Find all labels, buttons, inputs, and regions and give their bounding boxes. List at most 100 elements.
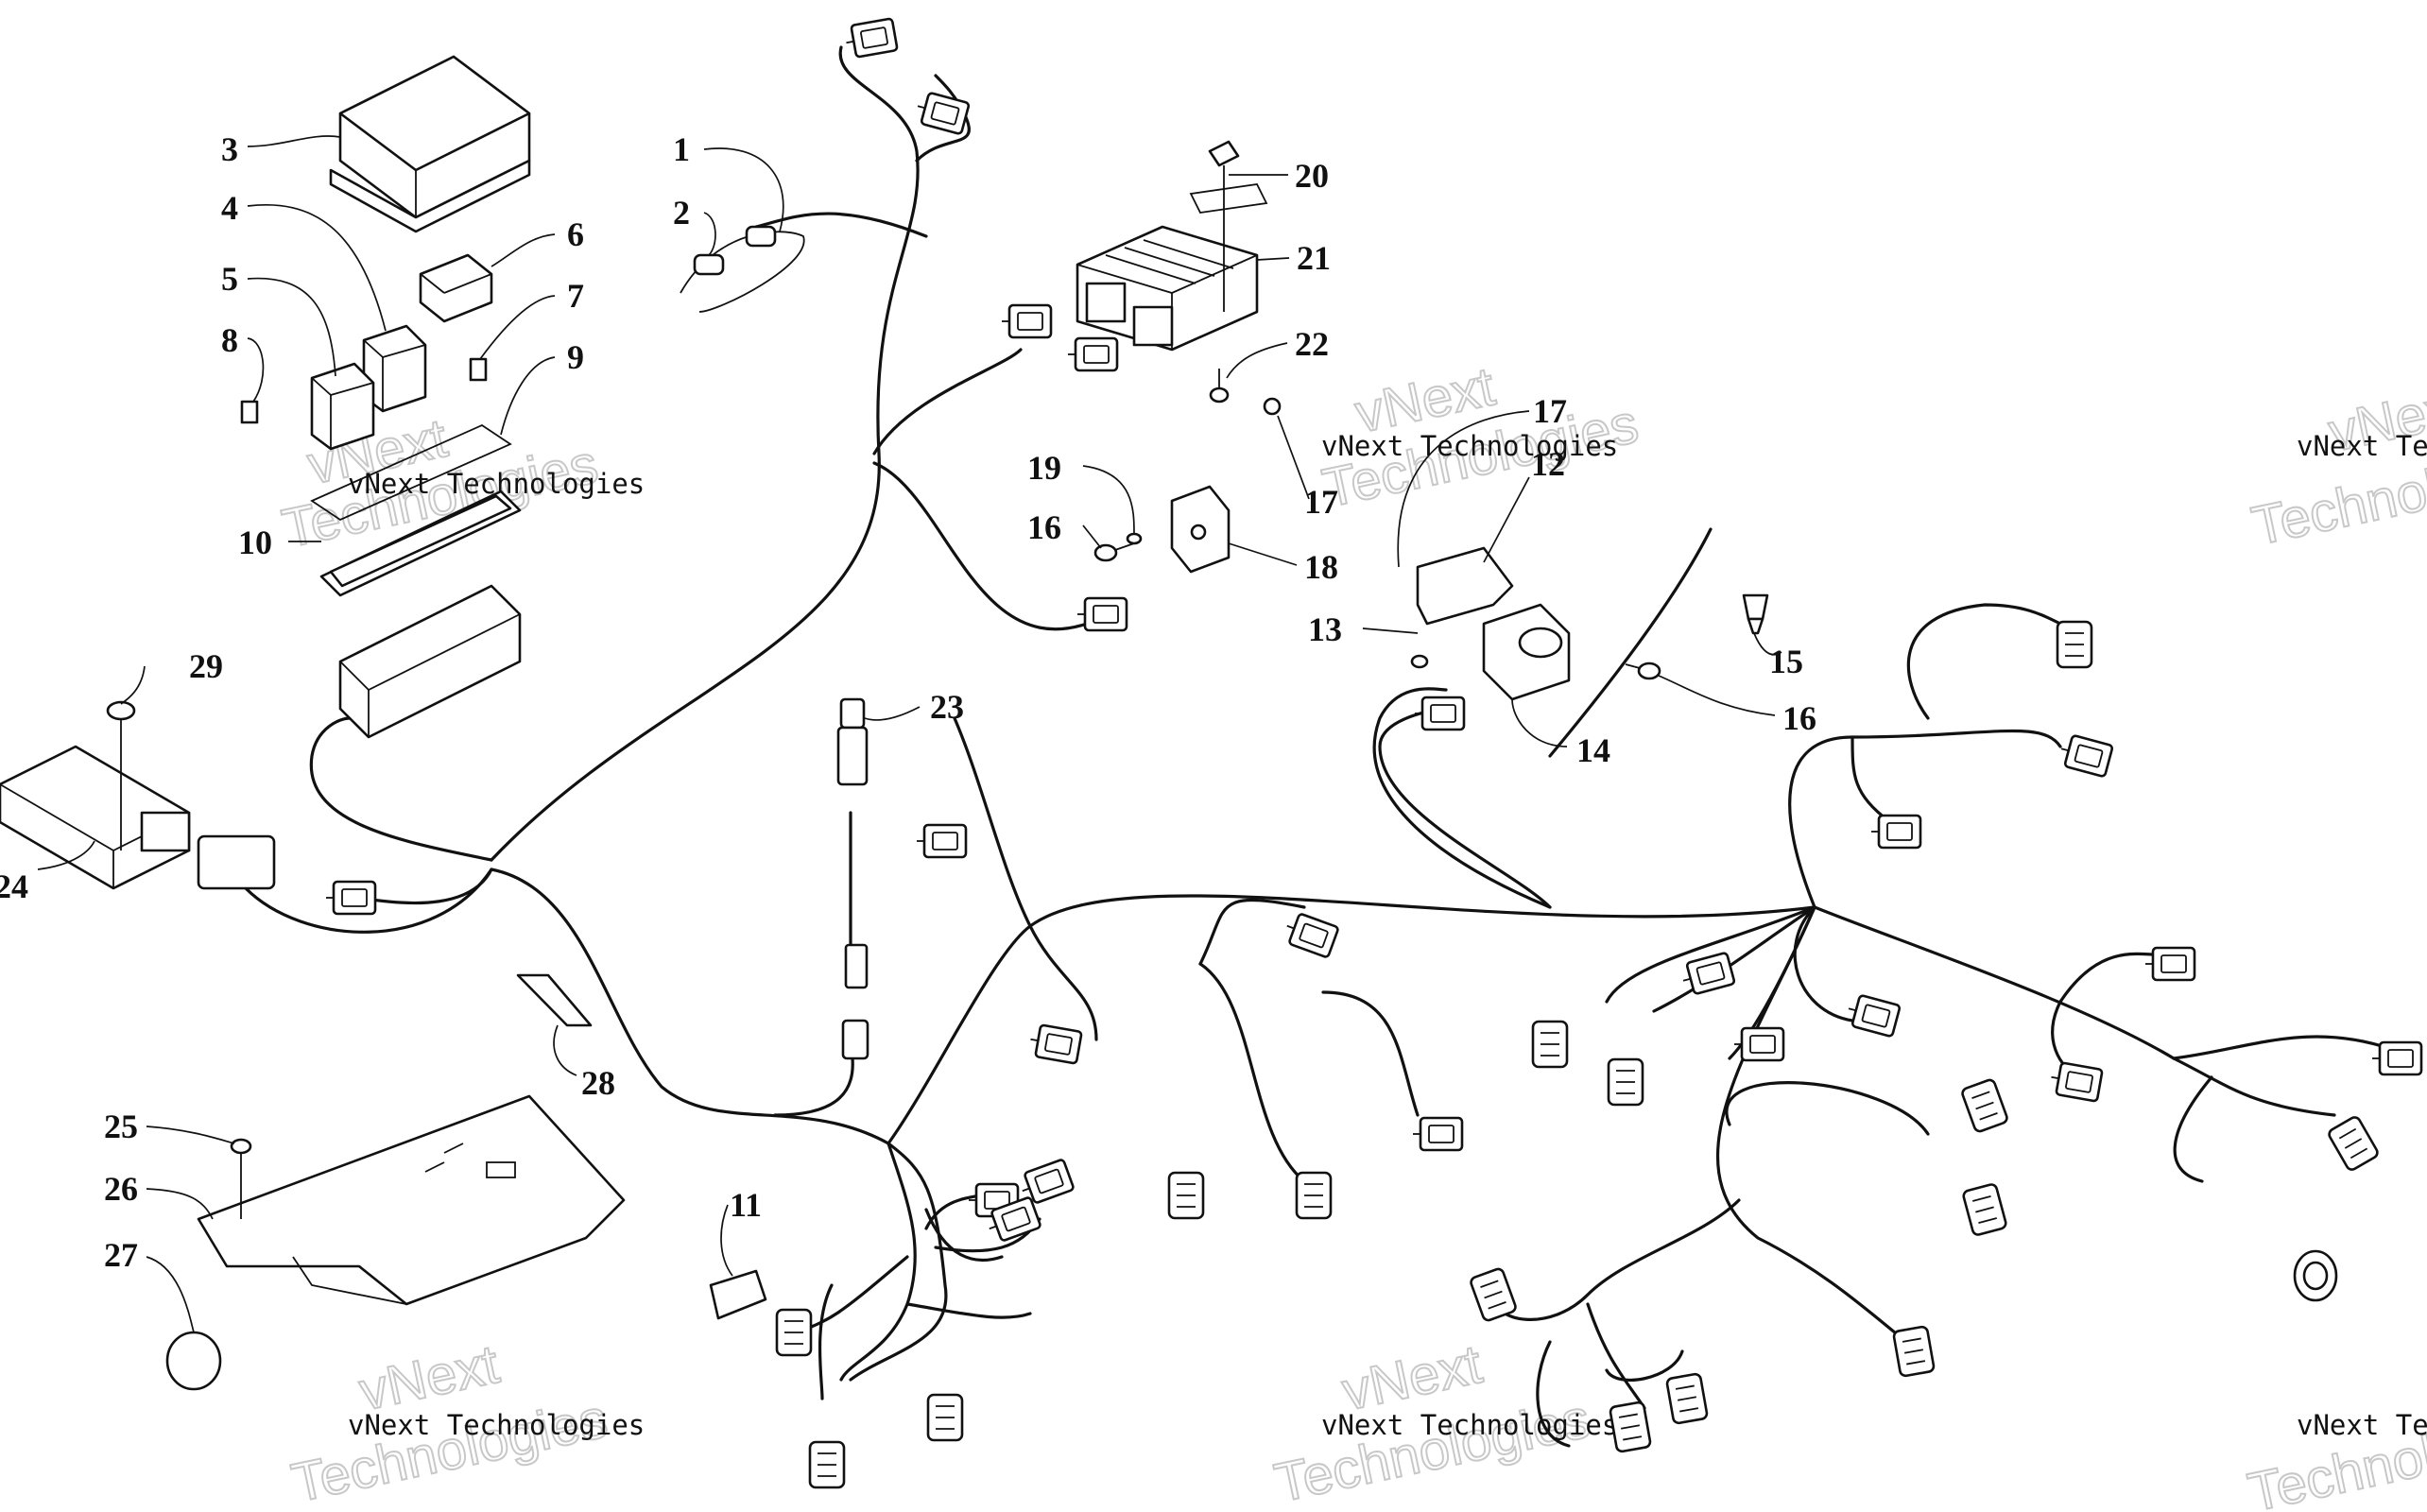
- voltage-regulator: [1076, 225, 1259, 352]
- mounting-bracket: [1170, 485, 1231, 574]
- callout-25: 25: [104, 1108, 138, 1145]
- callout-16b: 16: [1782, 699, 1816, 737]
- callout-19: 19: [1027, 449, 1061, 487]
- connector: [1607, 1057, 1644, 1107]
- callout-4: 4: [221, 189, 238, 227]
- callout-29: 29: [189, 647, 223, 685]
- connector: [842, 17, 899, 60]
- connector: [1411, 1116, 1464, 1152]
- screw: [1209, 369, 1230, 404]
- callout-23: 23: [930, 688, 964, 726]
- callout-2: 2: [673, 194, 690, 232]
- o2-sensor: [836, 697, 869, 1060]
- callout-17b: 17: [1304, 483, 1338, 521]
- relay-small: [419, 253, 493, 323]
- switch-knob: [2293, 1249, 2338, 1302]
- wire-clip: [516, 973, 593, 1027]
- callout-17a: 17: [1533, 392, 1567, 430]
- diode-loop: [680, 225, 805, 313]
- screw: [1625, 662, 1661, 680]
- coil-bracket: [1416, 546, 1514, 626]
- spark-plug-cap: [1742, 593, 1769, 635]
- callout-10: 10: [238, 524, 272, 561]
- callout-16a: 16: [1027, 508, 1061, 546]
- connector: [2056, 620, 2093, 669]
- connector: [1869, 814, 1922, 850]
- fuse-box-base: [338, 584, 522, 739]
- connector: [1959, 1076, 2010, 1135]
- callout-22: 22: [1295, 325, 1329, 363]
- callout-28: 28: [581, 1064, 615, 1102]
- washer: [1126, 532, 1143, 545]
- connector: [1280, 909, 1340, 959]
- screw: [1410, 654, 1429, 669]
- harness-wires: [244, 45, 2393, 1448]
- callout-26: 26: [104, 1170, 138, 1208]
- blade-fuse: [469, 357, 488, 382]
- connector: [775, 1308, 813, 1357]
- callout-1: 1: [673, 130, 690, 168]
- connector: [2326, 1113, 2381, 1174]
- callout-24: 24: [0, 868, 28, 905]
- watermark-logo-technologies: Technologies: [1269, 1387, 1595, 1512]
- connector: [1678, 951, 1736, 998]
- callout-9: 9: [567, 338, 584, 376]
- leader-lines: [37, 135, 1782, 1333]
- callout-12: 12: [1531, 445, 1565, 483]
- watermark-text: vNext Technologies: [2297, 430, 2427, 462]
- watermark-group: vNext Technologies vNext Technologies vN…: [276, 354, 2427, 1512]
- callout-14: 14: [1576, 731, 1610, 769]
- blade-fuse: [240, 400, 259, 424]
- nut: [1263, 397, 1282, 416]
- connector: [709, 1269, 767, 1320]
- connector: [1664, 1371, 1710, 1426]
- callout-5: 5: [221, 260, 238, 298]
- connector: [1608, 1400, 1653, 1454]
- callout-6: 6: [567, 215, 584, 253]
- connector: [1531, 1020, 1569, 1069]
- callout-7: 7: [567, 277, 584, 315]
- callout-11: 11: [730, 1186, 762, 1224]
- fuse-box-gasket: [319, 490, 522, 597]
- connector: [324, 880, 377, 916]
- watermark-text: vNext Technologies: [1321, 1409, 1618, 1441]
- connector: [2143, 946, 2196, 982]
- watermark-logo-technologies: Technologies: [286, 1387, 612, 1512]
- connector: [1026, 1022, 1083, 1065]
- callout-labels: 1 2 3 4 5 6 7 8 9 10 11 12 13 14 15 16 1…: [0, 130, 1816, 1274]
- battery-tray: [197, 1094, 626, 1306]
- connector: [1468, 1265, 1519, 1324]
- watermark-text: vNext Technologies: [1321, 430, 1618, 462]
- screw: [1093, 542, 1135, 562]
- callout-18: 18: [1304, 548, 1338, 586]
- fuse-box-cover: [329, 55, 531, 233]
- callout-21: 21: [1297, 239, 1331, 277]
- connector: [1000, 303, 1053, 339]
- callout-15: 15: [1769, 643, 1803, 680]
- ecu-module: [0, 745, 191, 890]
- connector: [1076, 596, 1128, 632]
- bolt: [106, 700, 136, 850]
- connector: [2370, 1040, 2423, 1076]
- callout-13: 13: [1308, 610, 1342, 648]
- relay-large: [310, 362, 375, 451]
- connector: [2056, 731, 2114, 779]
- connector: [1295, 1171, 1333, 1220]
- connector: [912, 89, 971, 136]
- callout-27: 27: [104, 1236, 138, 1274]
- screw: [230, 1138, 252, 1219]
- watermark-text: vNext Technologies: [2297, 1409, 2427, 1441]
- nut: [1189, 140, 1268, 312]
- watermark-text: vNext Technologies: [348, 1409, 645, 1441]
- fuse-label-plate: [310, 423, 512, 522]
- connector: [1066, 336, 1119, 372]
- connector: [1167, 1171, 1205, 1220]
- connector: [1891, 1324, 1936, 1379]
- ecu-connector: [197, 834, 276, 890]
- callout-20: 20: [1295, 157, 1329, 195]
- callout-8: 8: [221, 321, 238, 359]
- connector: [1843, 991, 1902, 1039]
- connector: [1413, 696, 1466, 731]
- callout-3: 3: [221, 130, 238, 168]
